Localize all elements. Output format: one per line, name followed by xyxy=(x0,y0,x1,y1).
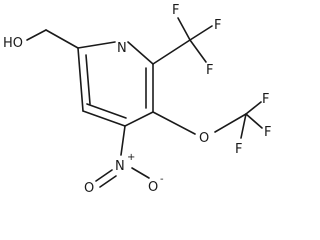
ocf3-fluorine-label-1: F xyxy=(262,92,269,107)
bond-nitro-o1-double xyxy=(99,175,117,188)
nitro-oxygen-label-left: O xyxy=(84,181,94,196)
cf3-fluorine-label-2: F xyxy=(214,18,221,33)
nitro-minus-charge: - xyxy=(160,174,164,185)
bond-c4-nitro xyxy=(120,125,126,156)
ocf3-fluorine-label-2: F xyxy=(264,125,271,140)
bond-ocf3-f2 xyxy=(245,113,263,129)
bond-ch2-c6 xyxy=(45,29,79,49)
bond-c4-c5-double xyxy=(86,103,127,119)
bond-c5-c6-double xyxy=(85,54,91,105)
bond-o-cf3 xyxy=(214,113,247,133)
bond-ocf3-f3 xyxy=(240,113,247,139)
bond-c5-c6 xyxy=(77,47,84,112)
cf3-fluorine-label-1: F xyxy=(172,3,179,18)
bond-nitro-o1 xyxy=(95,169,113,182)
molecule-structure: HO N F F F O F F F N + O O - xyxy=(3,3,271,196)
nitro-oxygen-label-right: O xyxy=(148,180,158,195)
ring-nitrogen-label: N xyxy=(117,41,127,56)
bond-c3-c4 xyxy=(124,111,154,127)
bond-c2-cf3 xyxy=(152,39,191,65)
bond-c3-o xyxy=(152,111,196,135)
bond-ho-ch2 xyxy=(26,29,47,41)
bond-c4-c5 xyxy=(82,110,126,127)
ocf3-fluorine-label-3: F xyxy=(235,142,242,157)
bond-cf3-f1 xyxy=(177,17,191,41)
bond-n1-c2 xyxy=(127,41,154,65)
ether-oxygen-label: O xyxy=(199,131,209,146)
bond-cf3-f3 xyxy=(189,39,207,63)
hydroxyl-label: HO xyxy=(3,36,23,51)
bond-nitro-o2 xyxy=(131,167,150,179)
nitro-plus-charge: + xyxy=(127,152,135,163)
structure-canvas: HO N F F F O F F F N + O O - xyxy=(3,3,272,196)
bond-ocf3-f1 xyxy=(245,101,262,115)
cf3-fluorine-label-3: F xyxy=(206,63,213,78)
bond-c6-n1 xyxy=(77,41,116,49)
bond-cf3-f2 xyxy=(189,25,213,41)
nitro-nitrogen-label: N xyxy=(115,159,125,174)
